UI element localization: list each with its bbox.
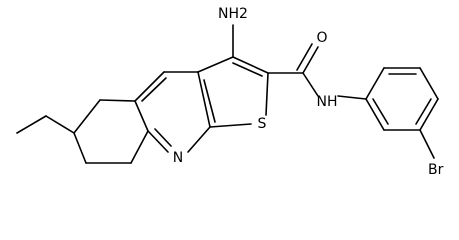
atom-label-oxygen: O <box>316 30 327 46</box>
bond-c4b-c3 <box>197 56 234 73</box>
bond-c2-s <box>265 72 269 116</box>
atom-label-bromine: Br <box>428 162 444 178</box>
bond-c6-c7 <box>73 132 87 164</box>
bond-ethyl-ch3 <box>16 115 47 134</box>
bond-c4a-c4-double <box>141 77 167 102</box>
bond-c4b-c9a-double <box>203 79 216 123</box>
bond-c4a-c4 <box>134 71 165 102</box>
bond-c5-c4a <box>99 99 136 102</box>
bond-ar6-ar1-double <box>372 98 389 125</box>
bond-ar1-ar2 <box>365 67 385 100</box>
bond-c9a-s <box>209 123 252 128</box>
bond-carbonyl-o <box>302 46 319 74</box>
bond-c8a-n-double <box>154 128 172 147</box>
bond-c4a-c8a <box>134 100 149 132</box>
bond-ar6-ar1 <box>365 98 385 131</box>
atom-label-nh2: NH2 <box>218 6 248 22</box>
atom-label-nitrogen: N <box>173 150 183 166</box>
bond-c8a-n <box>147 130 169 153</box>
bond-c3-c2-double <box>232 62 263 77</box>
bond-c6-c5 <box>73 99 101 134</box>
bond-c8-c8a <box>130 130 149 164</box>
bond-ar4-ar5-double <box>415 98 432 125</box>
bond-ethyl-ch2 <box>45 115 75 134</box>
bond-nh-aryl <box>337 95 367 100</box>
molecule-structure: NH2 O NH S N Br <box>16 6 444 178</box>
bond-ar5-br <box>419 129 435 159</box>
atom-label-nh: NH <box>317 94 338 110</box>
bond-carbonyl-o-double <box>296 43 313 71</box>
molecule-diagram: NH2 O NH S N Br <box>16 6 444 178</box>
bond-c4b-c9a <box>197 71 211 128</box>
bond-ar4-ar5 <box>419 98 439 131</box>
bond-carbonyl-nh <box>302 72 319 97</box>
bond-c3-c2 <box>232 56 269 74</box>
bond-ar3-ar4 <box>419 67 439 100</box>
atom-label-sulfur: S <box>258 116 267 132</box>
bond-n-c9a <box>187 126 211 153</box>
